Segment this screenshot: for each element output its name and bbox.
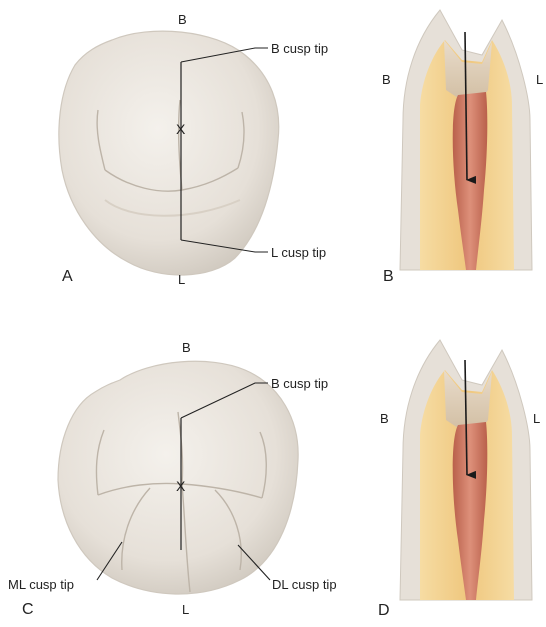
panel-a-bottom-orientation: L: [178, 272, 185, 287]
panel-c-bottom-orientation: L: [182, 602, 189, 617]
panel-b-letter: B: [383, 268, 394, 286]
panel-b-right-orientation: L: [536, 72, 543, 87]
panel-c-center-mark: X: [176, 479, 185, 493]
panel-d-left-orientation: B: [380, 411, 389, 426]
panel-d-right-orientation: L: [533, 411, 540, 426]
panel-c-dl-cusp-label: DL cusp tip: [272, 577, 337, 592]
panel-a-b-cusp-label: B cusp tip: [271, 41, 328, 56]
panel-a-l-cusp-label: L cusp tip: [271, 245, 326, 260]
panel-a-top-orientation: B: [178, 12, 187, 27]
panel-b-section: [400, 10, 532, 270]
panel-d-pulp-chamber: [444, 370, 492, 430]
panel-a-letter: A: [62, 268, 73, 286]
panel-b-left-orientation: B: [382, 72, 391, 87]
panel-c-top-orientation: B: [182, 340, 191, 355]
panel-c-letter: C: [22, 601, 34, 619]
panel-d-section: [400, 340, 532, 600]
panel-c-b-cusp-label: B cusp tip: [271, 376, 328, 391]
panel-d-letter: D: [378, 602, 390, 620]
panel-c-ml-cusp-label: ML cusp tip: [8, 577, 74, 592]
panel-a-center-mark: X: [176, 122, 185, 136]
panel-a-tooth: [59, 31, 279, 275]
panel-b-pulp-chamber: [444, 40, 492, 100]
panel-a-crown-outline: [59, 31, 279, 275]
